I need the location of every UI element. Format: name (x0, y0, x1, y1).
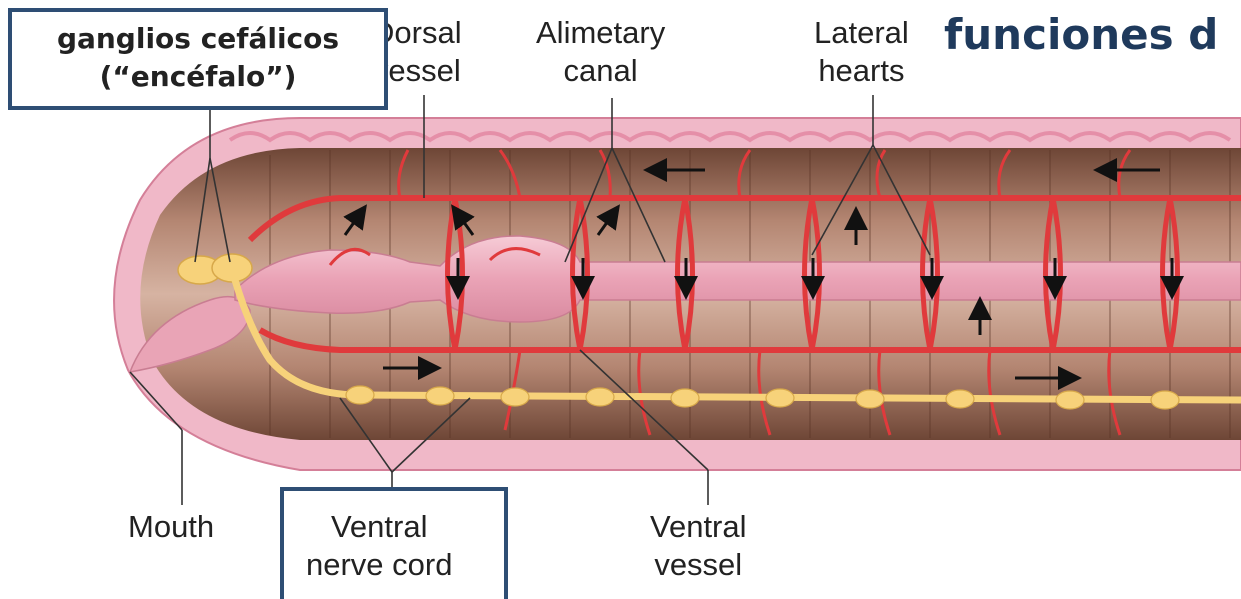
label-alimentary-canal-line1: Alimetary (536, 14, 665, 52)
slide-title: funciones d (944, 10, 1218, 59)
cerebral-ganglia-right (212, 254, 252, 282)
label-lateral-hearts: Lateral hearts (814, 14, 909, 90)
label-lateral-hearts-line2: hearts (814, 52, 909, 90)
label-alimentary-canal: Alimetary canal (536, 14, 665, 90)
label-ventral-nerve-cord-line1: Ventral (306, 508, 452, 546)
callout-brain-line1: ganglios cefálicos (12, 20, 384, 58)
label-ventral-nerve-cord: Ventral nerve cord (306, 508, 452, 584)
label-lateral-hearts-line1: Lateral (814, 14, 909, 52)
label-ventral-vessel: Ventral vessel (650, 508, 747, 584)
label-ventral-vessel-line2: vessel (650, 546, 747, 584)
callout-brain-line2: (“encéfalo”) (12, 58, 384, 96)
label-mouth: Mouth (128, 508, 214, 546)
label-alimentary-canal-line2: canal (536, 52, 665, 90)
callout-cerebral-ganglia: ganglios cefálicos (“encéfalo”) (8, 8, 388, 110)
label-ventral-nerve-cord-line2: nerve cord (306, 546, 452, 584)
label-ventral-vessel-line1: Ventral (650, 508, 747, 546)
